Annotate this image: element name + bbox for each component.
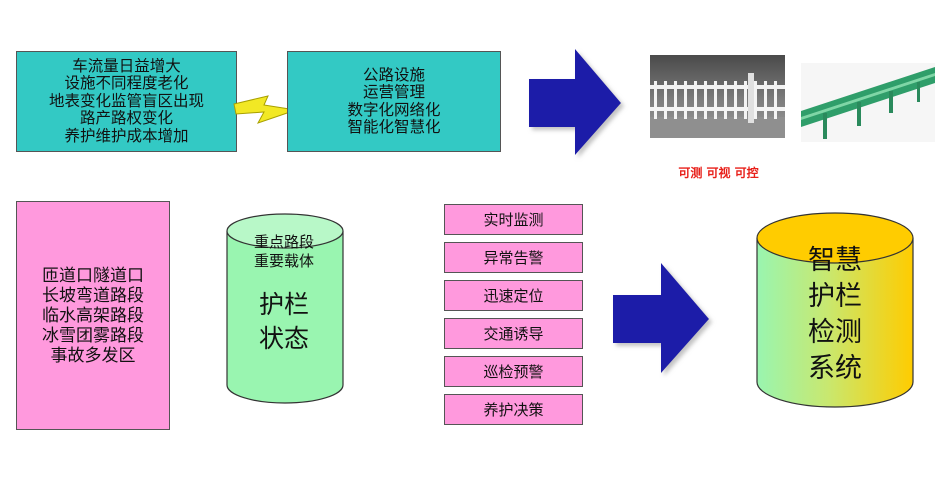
problems-box: 车流量日益增大 设施不同程度老化 地表变化监管盲区出现 路产路权变化 养护维护成…: [16, 51, 237, 152]
guardrail-state-cylinder: [226, 213, 344, 404]
problem-line: 设施不同程度老化: [64, 74, 189, 93]
guardrail-photo: [801, 63, 935, 142]
trend-line: 数字化网络化: [347, 100, 441, 119]
function-realtime-monitoring: 实时监测: [444, 204, 583, 235]
trend-line: 公路设施: [362, 65, 425, 84]
guardrail-state-title: 护栏 状态: [228, 288, 340, 356]
state-big-line: 状态: [258, 324, 309, 353]
smart-line: 护栏: [808, 281, 862, 312]
problem-line: 养护维护成本增加: [64, 126, 189, 145]
trend-line: 智能化智慧化: [347, 118, 441, 136]
section-line: 冰雪团雾路段: [42, 325, 144, 346]
smart-line: 系统: [808, 353, 862, 384]
arrow-right-icon: [529, 49, 621, 155]
guardrail-state-subtitle: 重点路段 重要载体: [228, 233, 340, 271]
function-rapid-location: 迅速定位: [444, 280, 583, 311]
photo-caption: 可测 可视 可控: [678, 166, 759, 180]
problem-line: 车流量日益增大: [72, 56, 181, 75]
key-sections-box: 匝道口隧道口 长坡弯道路段 临水高架路段 冰雪团雾路段 事故多发区: [16, 201, 170, 430]
trend-line: 运营管理: [362, 83, 425, 101]
section-line: 长坡弯道路段: [42, 285, 144, 306]
section-line: 匝道口隧道口: [42, 265, 144, 286]
problem-line: 路产路权变化: [79, 109, 173, 128]
state-big-line: 护栏: [258, 290, 309, 319]
smart-line: 智慧: [808, 245, 862, 276]
function-anomaly-alert: 异常告警: [444, 242, 583, 273]
smart-system-title: 智慧 护栏 检测 系统: [760, 243, 910, 387]
smart-system-cylinder: [756, 212, 914, 408]
section-line: 事故多发区: [50, 345, 136, 366]
smart-line: 检测: [808, 317, 862, 348]
state-small-line: 重要载体: [253, 252, 314, 270]
fence-photo: [650, 55, 785, 138]
problem-line: 地表变化监管盲区出现: [48, 91, 204, 110]
function-traffic-guidance: 交通诱导: [444, 318, 583, 349]
lightning-icon: [233, 95, 297, 124]
function-maintenance-decision: 养护决策: [444, 394, 583, 425]
section-line: 临水高架路段: [42, 305, 144, 326]
state-small-line: 重点路段: [253, 233, 314, 251]
arrow-right-icon: [613, 263, 709, 373]
function-patrol-warning: 巡检预警: [444, 356, 583, 387]
trends-box: 公路设施 运营管理 数字化网络化 智能化智慧化: [287, 51, 501, 152]
